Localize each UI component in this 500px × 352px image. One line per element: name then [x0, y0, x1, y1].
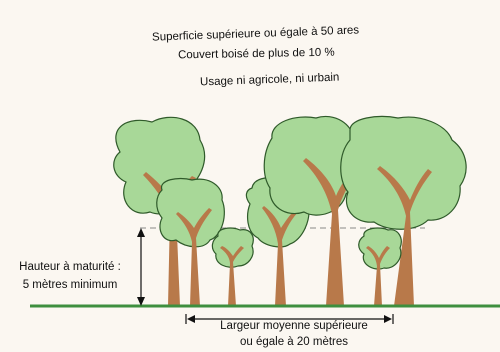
- tree-3: [212, 228, 253, 306]
- height-label-line-2: 5 mètres minimum: [6, 276, 134, 294]
- tree-6-foliage: [341, 117, 466, 230]
- width-label-line-1: Largeur moyenne supérieure: [170, 318, 418, 334]
- width-label-line-2: ou égale à 20 mètres: [170, 334, 418, 350]
- tree-6: [341, 117, 466, 307]
- height-label-line-1: Hauteur à maturité :: [6, 258, 134, 276]
- height-at-maturity-label: Hauteur à maturité : 5 mètres minimum: [6, 258, 134, 294]
- average-width-label: Largeur moyenne supérieure ou égale à 20…: [170, 318, 418, 350]
- height-dimension-arrow: [137, 228, 145, 306]
- tree-7: [359, 228, 402, 306]
